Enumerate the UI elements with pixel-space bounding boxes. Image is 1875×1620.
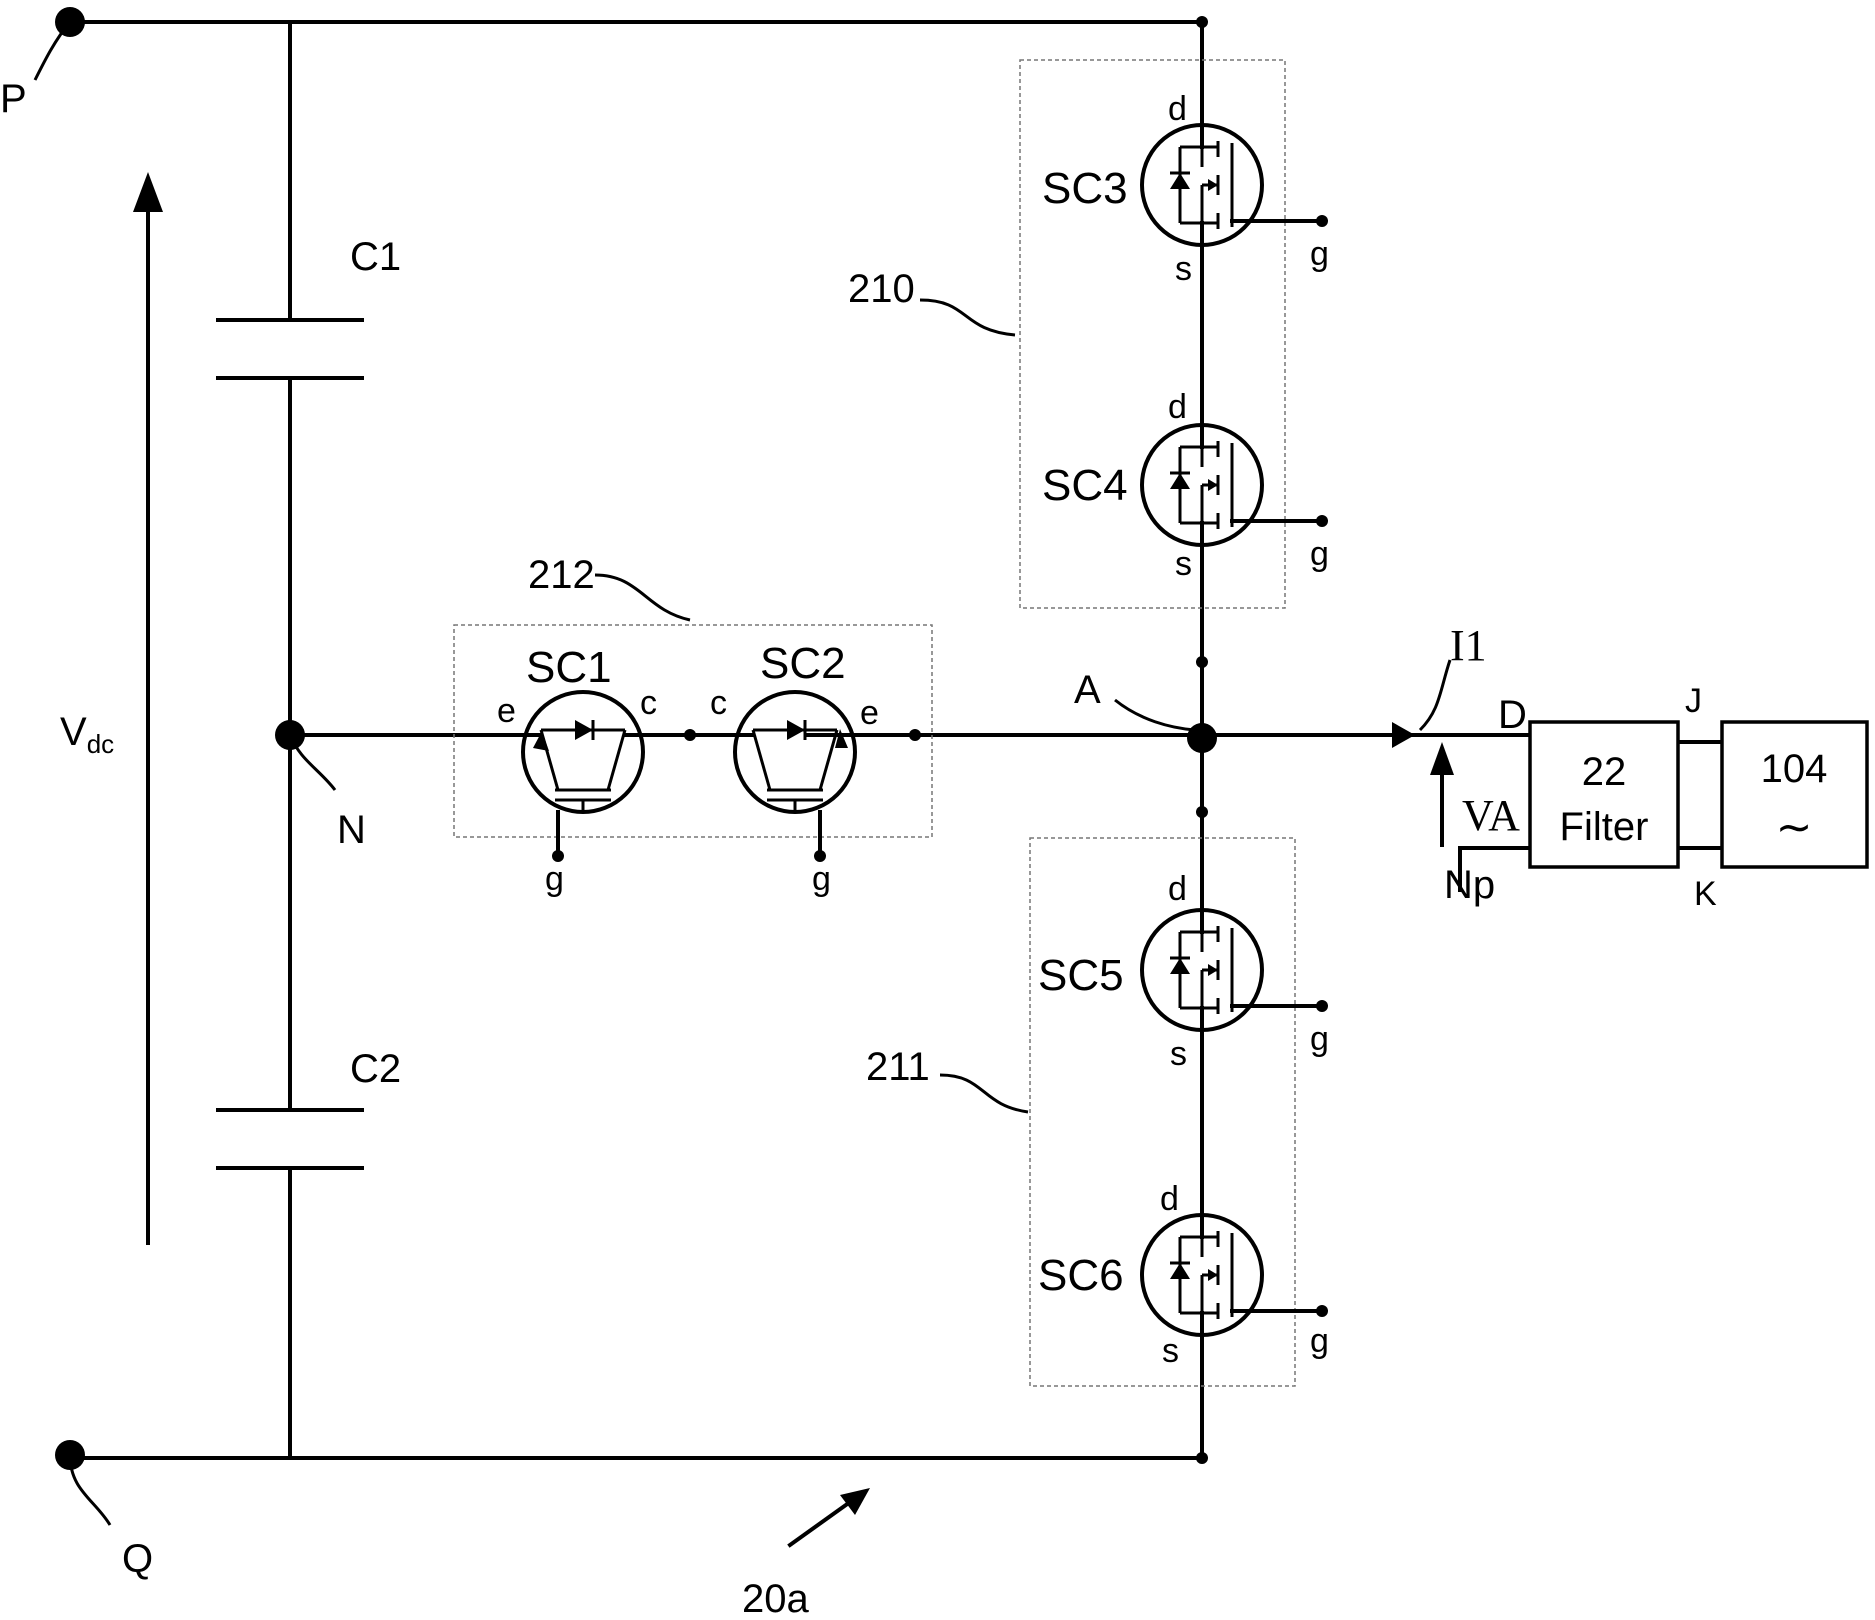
switch-sc4-label: SC4 [1042, 461, 1128, 510]
group-212-box [453, 624, 933, 838]
terminal-d-label: D [1498, 693, 1527, 737]
sc5-gate-label: g [1310, 1020, 1329, 1058]
sc1-gate-label: g [545, 860, 564, 898]
capacitor-c2-label: C2 [350, 1047, 401, 1091]
sc6-gate-label: g [1310, 1322, 1329, 1360]
filter-block [1528, 720, 1680, 869]
capacitor-c1 [216, 318, 364, 380]
current-i1-arrow [1392, 722, 1415, 748]
terminal-np-label: Np [1444, 863, 1495, 907]
terminal-k-label: K [1694, 875, 1717, 913]
sc3-source-label: s [1175, 250, 1192, 288]
group-211-leader [939, 1073, 1029, 1114]
sc4-gate-label: g [1310, 535, 1329, 573]
node-n-leader [288, 734, 337, 791]
terminal-j-label: J [1685, 682, 1702, 720]
switch-sc2-label: SC2 [760, 639, 846, 688]
sc6-source-label: s [1162, 1332, 1179, 1370]
switch-sc5 [1140, 908, 1330, 1032]
sc5-drain-label: d [1168, 870, 1187, 908]
sc4-drain-label: d [1168, 388, 1187, 426]
sc3-drain-label: d [1168, 90, 1187, 128]
group-212-leader [594, 573, 691, 622]
sc5-source-label: s [1170, 1035, 1187, 1073]
voltage-va-arrow [1430, 742, 1454, 847]
converter-20a-label: 20a [742, 1577, 809, 1620]
switch-sc6-label: SC6 [1038, 1251, 1124, 1300]
switch-sc3-label: SC3 [1042, 164, 1128, 213]
load-block [1720, 720, 1869, 869]
terminal-p-leader [33, 21, 72, 81]
converter-20a-arrow [787, 1488, 870, 1548]
dc-bus-wiring [60, 20, 1724, 1460]
current-i1-leader [1418, 659, 1452, 732]
sc4-source-label: s [1175, 545, 1192, 583]
group-212-label: 212 [528, 553, 595, 597]
capacitor-c2 [216, 1108, 364, 1170]
voltage-va-label: VA [1462, 791, 1520, 840]
sc2-gate-label: g [812, 860, 831, 898]
group-211-box [1029, 837, 1296, 1387]
sc2-collector-label: c [710, 684, 727, 722]
switch-sc5-label: SC5 [1038, 951, 1124, 1000]
sc3-gate-label: g [1310, 235, 1329, 273]
terminal-p-label: P [0, 77, 27, 121]
sc1-emitter-label: e [497, 692, 516, 730]
switch-sc1 [520, 690, 692, 862]
capacitor-c1-label: C1 [350, 235, 401, 279]
node-a-label: A [1074, 668, 1101, 712]
junction-dots [55, 7, 1217, 1470]
switch-sc3 [1140, 123, 1330, 247]
ac-source-symbol: ∼ [1776, 803, 1813, 852]
terminal-q-label: Q [122, 1537, 153, 1581]
group-210-leader [919, 298, 1016, 337]
switch-sc1-label: SC1 [526, 643, 612, 692]
sc2-emitter-label: e [860, 694, 879, 732]
vdc-label: Vdc [60, 710, 114, 759]
sc6-drain-label: d [1160, 1180, 1179, 1218]
node-n-label: N [337, 808, 366, 852]
filter-number-label: 22 [1582, 750, 1627, 794]
current-i1-label: I1 [1450, 621, 1487, 670]
node-a-dot [1187, 723, 1217, 753]
load-number-label: 104 [1761, 747, 1828, 791]
group-210-label: 210 [848, 267, 915, 311]
switch-sc6 [1140, 1213, 1330, 1337]
group-211-label: 211 [866, 1045, 930, 1089]
filter-name-label: Filter [1560, 805, 1649, 849]
node-a-leader [1114, 698, 1196, 732]
switch-sc4 [1140, 423, 1330, 547]
terminal-q-leader [68, 1454, 112, 1526]
switch-sc2 [688, 690, 917, 862]
sc1-collector-label: c [640, 684, 657, 722]
group-210-box [1019, 59, 1286, 609]
vdc-arrow [133, 172, 163, 1245]
